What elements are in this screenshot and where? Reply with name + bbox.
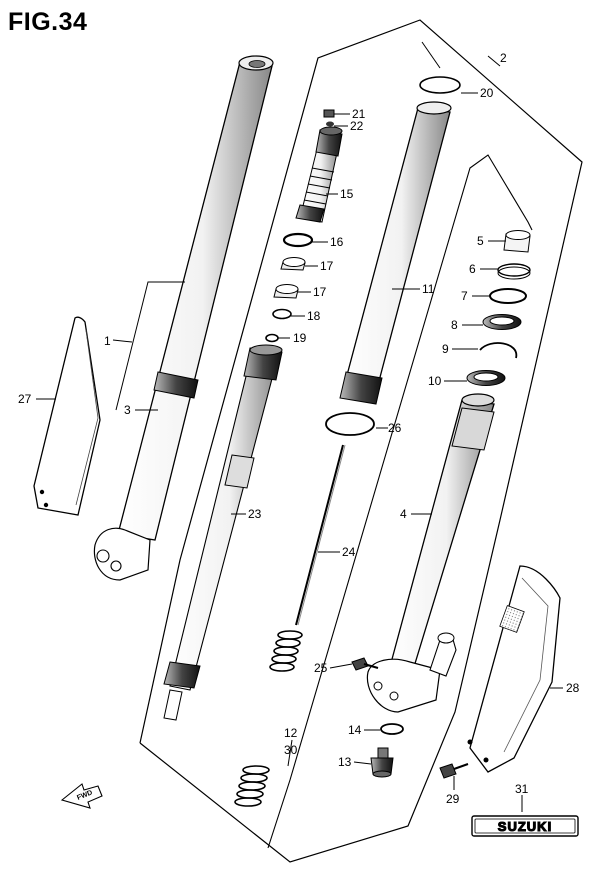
bush-6 bbox=[497, 263, 531, 280]
circlip-9 bbox=[479, 342, 517, 359]
callout-11: 11 bbox=[422, 282, 435, 296]
washer-22 bbox=[326, 121, 334, 127]
leader-bracket-1-3 bbox=[112, 281, 185, 411]
callout-9: 9 bbox=[442, 342, 449, 356]
callout-20: 20 bbox=[480, 86, 494, 100]
assembly-box-4 bbox=[267, 154, 533, 849]
fork-guard-27 bbox=[33, 316, 101, 516]
ring-19 bbox=[265, 333, 279, 343]
callout-16: 16 bbox=[330, 235, 344, 249]
callout-17a: 17 bbox=[320, 259, 334, 273]
callout-25: 25 bbox=[314, 661, 328, 675]
ring-20 bbox=[419, 76, 461, 94]
callout-labels: 1 2 3 4 5 6 7 8 9 10 11 12 13 14 15 16 1… bbox=[18, 51, 580, 806]
seal-5 bbox=[503, 230, 531, 253]
figure-title: FIG.34 bbox=[8, 8, 88, 36]
callout-29: 29 bbox=[446, 792, 460, 806]
callout-13: 13 bbox=[338, 755, 352, 769]
callout-15: 15 bbox=[340, 187, 354, 201]
washer-18 bbox=[272, 308, 292, 320]
callout-12: 12 bbox=[284, 726, 298, 740]
callout-4: 4 bbox=[400, 507, 407, 521]
dust-seal-10 bbox=[466, 370, 506, 386]
callout-27: 27 bbox=[18, 392, 32, 406]
gasket-14 bbox=[380, 723, 404, 735]
callout-31: 31 bbox=[515, 782, 529, 796]
outer-tube-assembly-1 bbox=[93, 55, 274, 581]
bolt-29 bbox=[439, 763, 469, 779]
callout-19: 19 bbox=[293, 331, 307, 345]
callout-10: 10 bbox=[428, 374, 442, 388]
assembly-box-2 bbox=[139, 19, 583, 863]
suzuki-decal-31: SUZUKI bbox=[471, 815, 579, 837]
cartridge-valve-15 bbox=[295, 126, 343, 223]
bolt-21 bbox=[323, 109, 335, 118]
callout-8: 8 bbox=[451, 318, 458, 332]
bolt-25 bbox=[351, 657, 379, 671]
oil-seal-8 bbox=[482, 314, 522, 330]
inner-tube-11 bbox=[339, 101, 452, 405]
fork-guard-28 bbox=[467, 565, 561, 773]
callout-21: 21 bbox=[352, 107, 366, 121]
callout-17b: 17 bbox=[313, 285, 327, 299]
rod-24 bbox=[295, 444, 346, 626]
callout-18: 18 bbox=[307, 309, 321, 323]
spring-30 bbox=[234, 765, 270, 807]
drain-bolt-13 bbox=[370, 747, 394, 778]
fwd-arrow-icon: FWD bbox=[60, 783, 103, 809]
damper-rod-23 bbox=[163, 344, 283, 721]
callout-23: 23 bbox=[248, 507, 262, 521]
suzuki-decal-text: SUZUKI bbox=[498, 819, 552, 834]
callout-3: 3 bbox=[124, 403, 131, 417]
o-ring-26 bbox=[325, 412, 375, 436]
washer-7 bbox=[489, 288, 527, 304]
callout-24: 24 bbox=[342, 545, 356, 559]
callout-14: 14 bbox=[348, 723, 362, 737]
callout-7: 7 bbox=[461, 289, 468, 303]
callout-6: 6 bbox=[469, 262, 476, 276]
bush-17-lower bbox=[273, 284, 299, 299]
bush-17-upper bbox=[280, 257, 306, 271]
outer-tube-4 bbox=[366, 393, 495, 713]
callout-5: 5 bbox=[477, 234, 484, 248]
callout-22: 22 bbox=[350, 119, 364, 133]
o-ring-16 bbox=[282, 232, 314, 248]
spring-24-lower bbox=[269, 630, 303, 672]
callout-28: 28 bbox=[566, 681, 580, 695]
leader-lines bbox=[36, 41, 563, 812]
callout-2: 2 bbox=[500, 51, 507, 65]
callout-26: 26 bbox=[388, 421, 402, 435]
callout-30: 30 bbox=[284, 743, 298, 757]
callout-1: 1 bbox=[104, 334, 111, 348]
